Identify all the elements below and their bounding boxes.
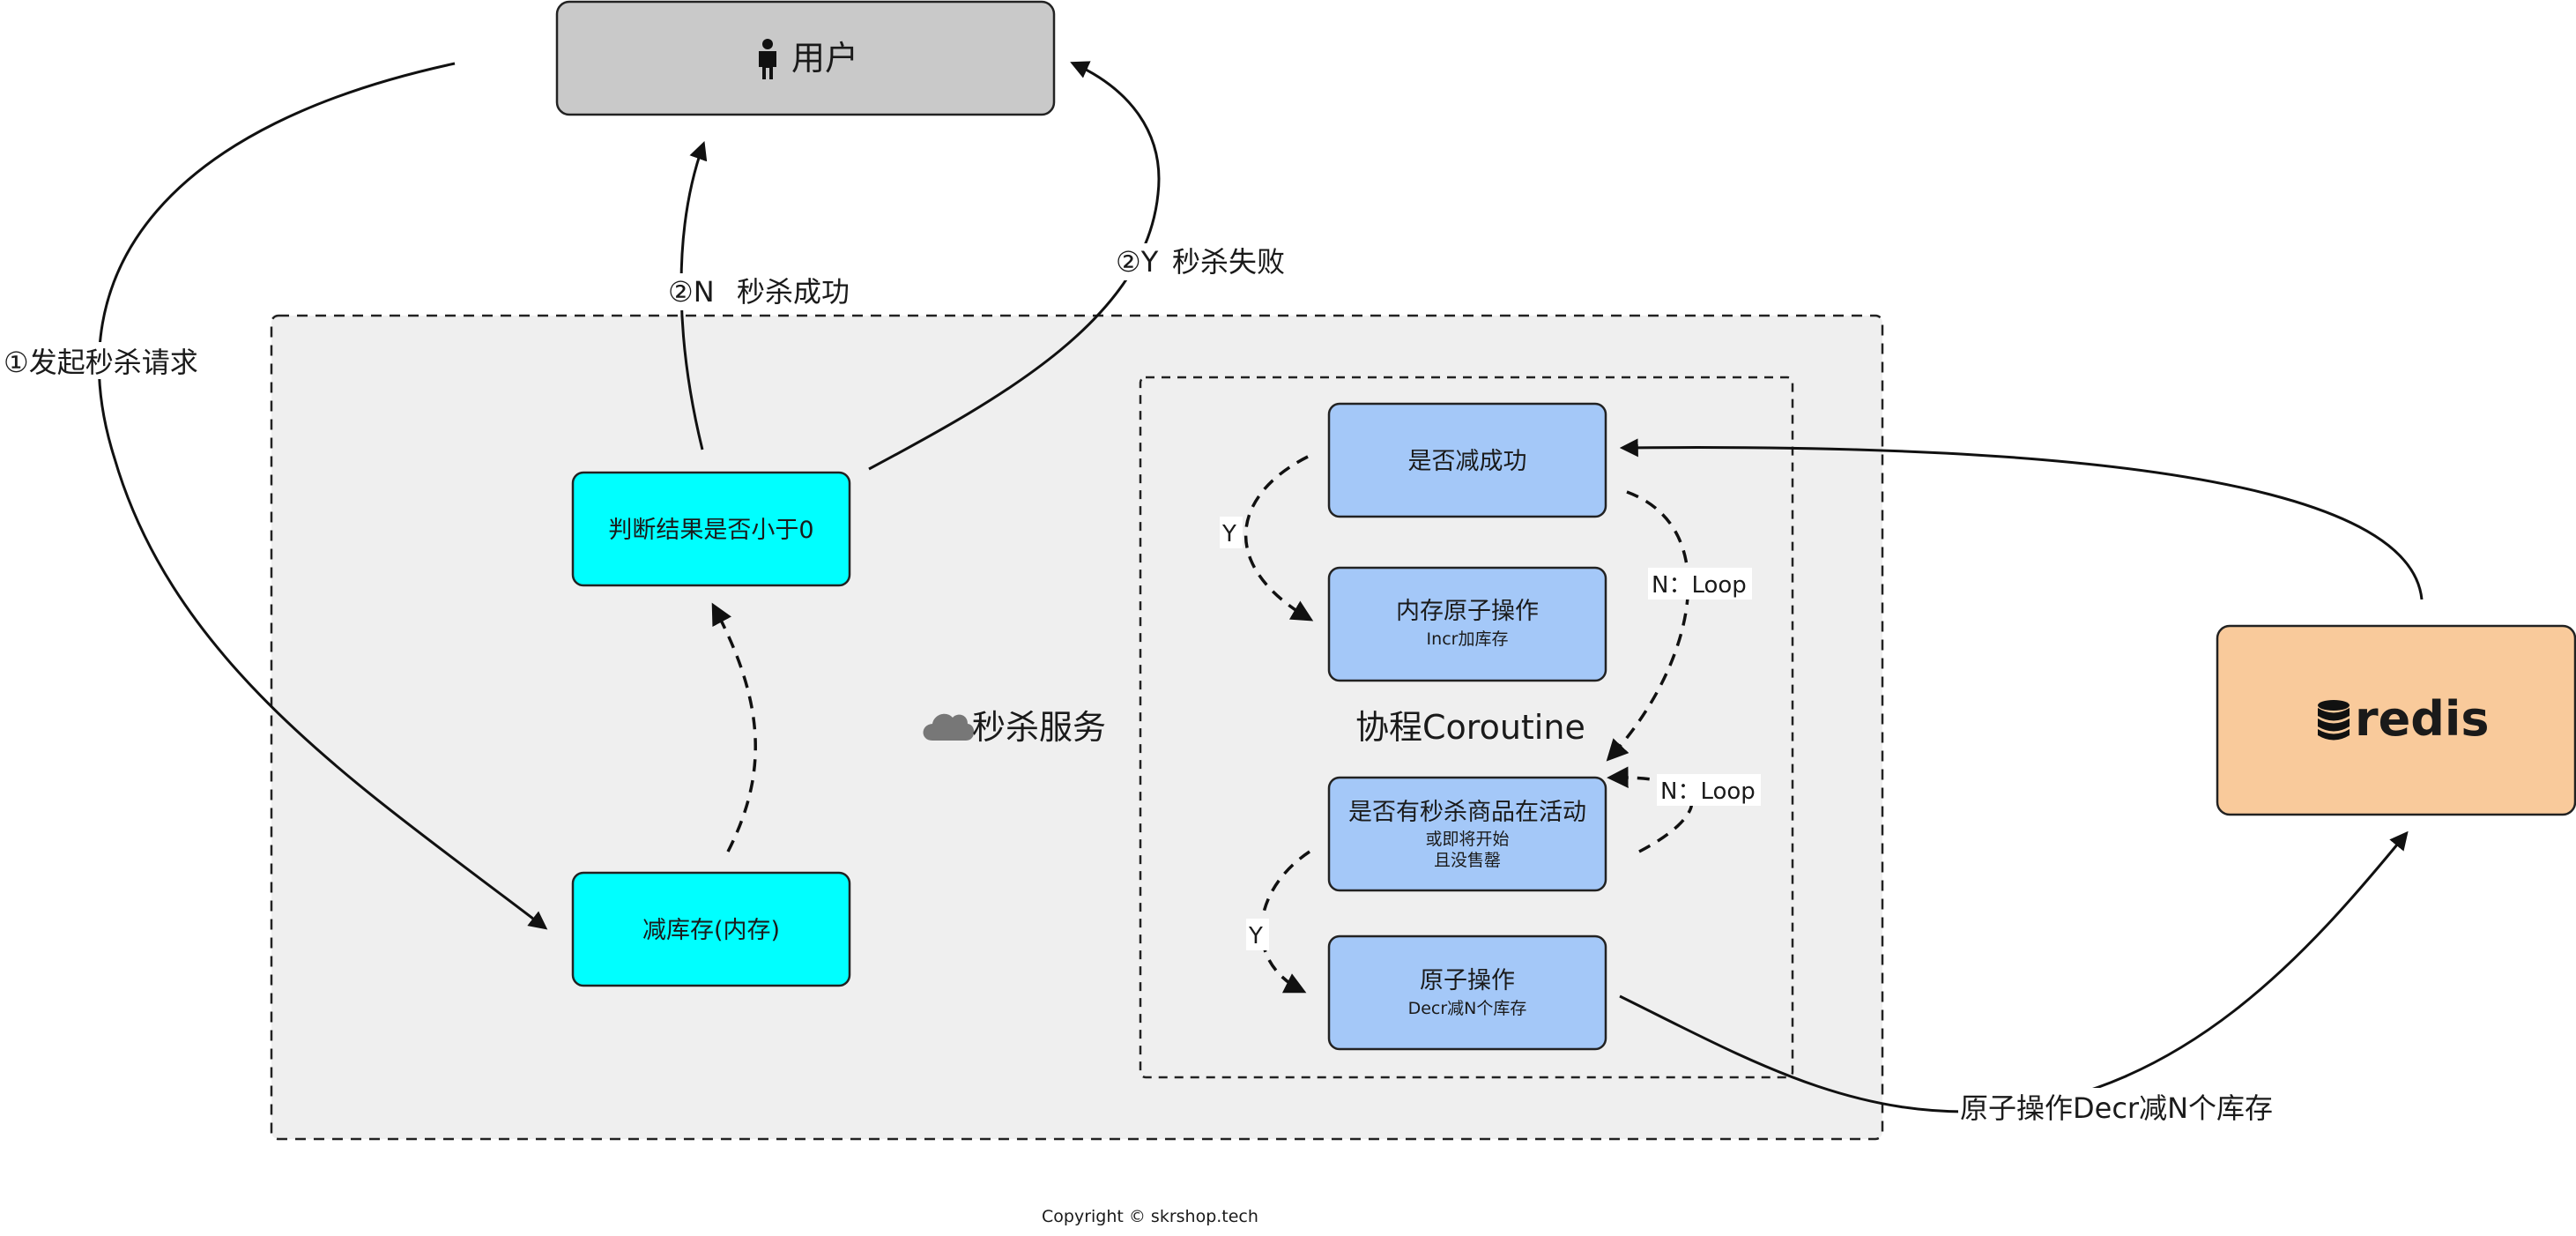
label-redis-decr: 原子操作Decr减N个库存	[1958, 1088, 2273, 1127]
has-active-label: 是否有秒杀商品在活动	[1348, 799, 1586, 826]
label-n-success: ②N 秒杀成功	[666, 273, 850, 310]
mem-atomic-label: 内存原子操作	[1396, 598, 1539, 625]
svg-text:②Y: ②Y	[1116, 245, 1159, 279]
edge-decr-to-check	[711, 602, 757, 853]
mem-atomic-node: 内存原子操作 Incr加库存	[1327, 566, 1607, 682]
svg-text:原子操作Decr减N个库存: 原子操作Decr减N个库存	[1960, 1091, 2273, 1125]
service-label-text: 秒杀服务	[972, 708, 1106, 747]
edge-fail	[868, 61, 1161, 471]
coroutine-group	[1139, 376, 1794, 1079]
svg-text:N：Loop: N：Loop	[1652, 572, 1747, 599]
atomic-op-node: 原子操作 Decr减N个库存	[1327, 934, 1607, 1051]
label-y-bottom: Y	[1246, 919, 1269, 950]
fail-text: 秒杀失败	[1172, 245, 1285, 279]
label-n-loop-top: N：Loop	[1648, 568, 1752, 599]
svg-text:N：Loop: N：Loop	[1660, 778, 1756, 805]
label-start-request: ①发起秒杀请求	[2, 342, 203, 379]
user-label: 用户	[791, 39, 858, 78]
svg-text:①发起秒杀请求: ①发起秒杀请求	[4, 346, 198, 379]
is-decr-ok-label: 是否减成功	[1408, 448, 1527, 475]
atomic-op-sub: Decr减N个库存	[1408, 999, 1527, 1018]
label-n-loop-bottom: N：Loop	[1657, 774, 1761, 806]
is-decr-ok-node: 是否减成功	[1327, 402, 1607, 518]
label-y-fail: ②Y 秒杀失败	[1114, 243, 1285, 280]
check-result-node: 判断结果是否小于0	[571, 471, 851, 587]
database-icon	[2318, 700, 2350, 741]
user-node: 用户	[555, 0, 1056, 116]
edge-start-request	[97, 62, 548, 930]
edge-y-top	[1244, 455, 1314, 622]
svg-text:②N: ②N	[668, 275, 715, 309]
coroutine-label: 协程Coroutine	[1355, 708, 1585, 747]
success-text: 秒杀成功	[737, 275, 850, 309]
svg-text:Y: Y	[1221, 521, 1236, 547]
edge-n-loop-top	[1606, 490, 1690, 762]
atomic-op-label: 原子操作	[1420, 967, 1515, 994]
decr-mem-label: 减库存(内存)	[642, 917, 780, 944]
redis-label: redis	[2355, 691, 2490, 747]
has-active-sub1: 或即将开始	[1425, 830, 1509, 849]
cloud-icon	[923, 713, 975, 741]
decr-mem-node: 减库存(内存)	[571, 871, 851, 987]
redis-node: redis	[2216, 624, 2576, 816]
check-result-label: 判断结果是否小于0	[608, 517, 813, 544]
svg-text:Y: Y	[1248, 923, 1263, 949]
label-y-top: Y	[1220, 517, 1243, 548]
mem-atomic-sub: Incr加库存	[1427, 629, 1509, 649]
service-label: 秒杀服务	[923, 708, 1106, 747]
person-icon	[759, 39, 776, 79]
has-active-sub2: 且没售罄	[1434, 851, 1501, 870]
copyright: Copyright © skrshop.tech	[1042, 1207, 1258, 1226]
has-active-node: 是否有秒杀商品在活动 或即将开始 且没售罄	[1327, 776, 1607, 892]
edge-redis-result	[1619, 438, 2424, 600]
